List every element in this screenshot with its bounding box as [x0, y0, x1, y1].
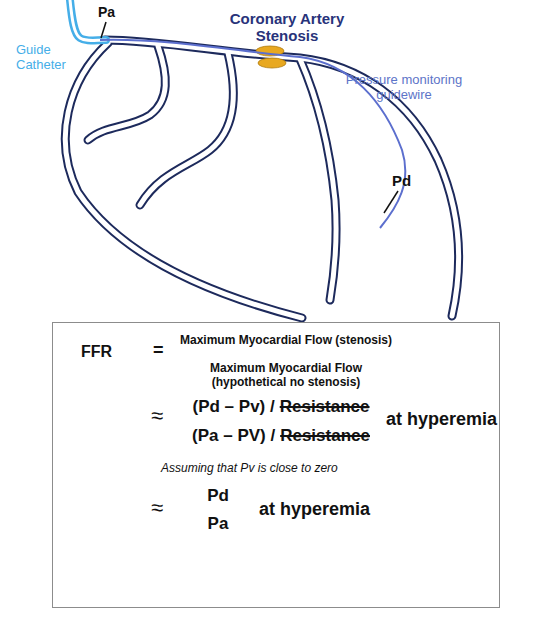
formula-term: (Pa – PV) /: [192, 426, 275, 446]
formula-text-block: =: [153, 340, 164, 361]
formula-text: Maximum Myocardial Flow (hypothetical no…: [210, 361, 362, 389]
left-artery: [65, 43, 302, 318]
formula-term: (Pa – PV) /Resistance: [179, 426, 383, 446]
branch-artery: [88, 46, 165, 140]
formula-text-block: Maximum Myocardial Flow (hypothetical no…: [186, 361, 386, 389]
formula-text: ≈: [151, 403, 163, 428]
branch-lumen: [140, 53, 233, 205]
pressure-guidewire: [100, 40, 405, 228]
formula-text-block: Assuming that Pv is close to zero: [161, 461, 338, 475]
branch-lumen: [88, 46, 165, 140]
formula-term: (Pd – Pv) /: [193, 397, 275, 417]
branch-artery: [300, 59, 336, 300]
formula-text-block: ≈: [151, 403, 163, 429]
formula-text-block: FFR: [81, 343, 112, 361]
struck-term: Resistance: [280, 397, 370, 417]
struck-term: Resistance: [280, 426, 370, 446]
formula-term: (Pd – Pv) /Resistance: [179, 397, 383, 417]
formula-text: Maximum Myocardial Flow (stenosis): [180, 333, 392, 347]
formula-text-block: Pd: [201, 486, 235, 506]
formula-text-block: Pa: [201, 514, 235, 534]
formula-text: Assuming that Pv is close to zero: [161, 461, 338, 475]
annotation-label: Guide Catheter: [16, 42, 80, 72]
leader-line: [384, 191, 398, 213]
formula-text-block: at hyperemia: [386, 409, 497, 430]
formula-text-block: ≈: [151, 495, 163, 521]
branch-artery: [140, 53, 233, 205]
formula-text: =: [153, 340, 164, 360]
annotation-label: Pa: [98, 4, 115, 20]
left-artery-lumen: [65, 43, 302, 318]
formula-text-block: at hyperemia: [259, 499, 370, 520]
formula-text: Pd: [207, 486, 229, 505]
formula-text: at hyperemia: [259, 499, 370, 519]
annotation-label: Pressure monitoring guidewire: [318, 72, 490, 102]
formula-text: FFR: [81, 343, 112, 360]
stenosis-plaque: [258, 58, 286, 68]
branch-lumen: [300, 59, 336, 300]
annotation-label: Coronary Artery Stenosis: [222, 10, 352, 44]
formula-text: at hyperemia: [386, 409, 497, 429]
formula-text-block: Maximum Myocardial Flow (stenosis): [156, 333, 416, 347]
formula-text: ≈: [151, 495, 163, 520]
leader-line: [101, 22, 106, 38]
formula-box: (Pd – Pv) /Resistance(Pa – PV) /Resistan…: [52, 322, 500, 608]
formula-text: Pa: [208, 514, 229, 533]
annotation-label: Pd: [392, 172, 411, 189]
